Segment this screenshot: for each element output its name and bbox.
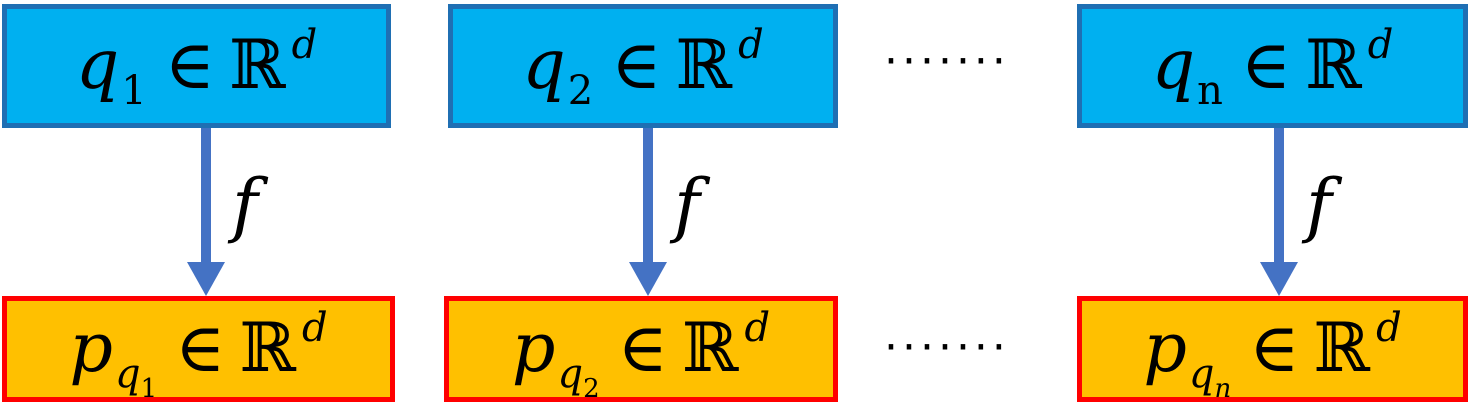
output-subsubscript: 1 xyxy=(140,374,158,404)
bottom-ellipsis: ······· xyxy=(884,322,1010,373)
arrow-1 xyxy=(187,128,225,296)
output-subscript: q xyxy=(114,351,141,397)
dimension-superscript: d xyxy=(1367,22,1394,68)
output-symbol: p xyxy=(1143,309,1187,388)
output-subscript: q xyxy=(1188,351,1215,397)
arrow-2 xyxy=(629,128,667,296)
function-label-2: f xyxy=(674,164,700,246)
element-of-symbol: ∈ xyxy=(617,309,668,388)
element-of-symbol: ∈ xyxy=(1240,26,1292,105)
query-subscript: n xyxy=(1197,68,1223,114)
element-of-symbol: ∈ xyxy=(1249,309,1300,388)
query-symbol: q xyxy=(522,26,566,105)
query-symbol: q xyxy=(1151,26,1196,105)
arrow-n xyxy=(1260,128,1298,296)
dimension-superscript: d xyxy=(291,22,318,68)
real-set-symbol: ℝ xyxy=(675,26,733,105)
query-symbol: q xyxy=(75,26,120,105)
real-set-symbol: ℝ xyxy=(1305,26,1362,105)
query-subscript: 2 xyxy=(567,68,594,114)
dimension-superscript: d xyxy=(738,22,764,68)
dimension-superscript: d xyxy=(1376,305,1402,351)
element-of-symbol: ∈ xyxy=(175,309,226,388)
real-set-symbol: ℝ xyxy=(1313,309,1371,388)
output-symbol: p xyxy=(69,309,113,388)
query-subscript: 1 xyxy=(121,68,147,114)
output-symbol: p xyxy=(511,309,556,388)
element-of-symbol: ∈ xyxy=(611,26,662,105)
output-subscript: q xyxy=(557,351,584,397)
dimension-superscript: d xyxy=(301,305,328,351)
output-subsubscript: n xyxy=(1214,374,1232,404)
function-label-1: f xyxy=(232,164,258,246)
real-set-symbol: ℝ xyxy=(239,309,296,388)
real-set-symbol: ℝ xyxy=(229,26,286,105)
output-subsubscript: 2 xyxy=(583,374,600,404)
dimension-superscript: d xyxy=(744,305,771,351)
element-of-symbol: ∈ xyxy=(164,26,216,105)
real-set-symbol: ℝ xyxy=(681,309,739,388)
top-ellipsis: ······· xyxy=(884,36,1010,87)
function-label-n: f xyxy=(1306,164,1332,246)
